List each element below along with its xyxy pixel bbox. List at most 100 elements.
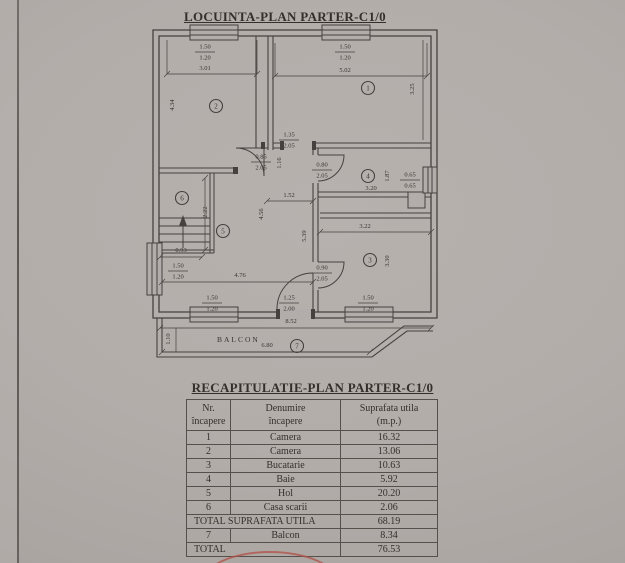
dimension-fraction-top: 1.50 (339, 44, 350, 51)
dimension-fraction-top: 0.80 (316, 162, 327, 169)
table-cell: 10.63 (340, 458, 438, 473)
table-cell: 2.06 (340, 500, 438, 515)
dimension-fraction-bottom: 1.20 (199, 55, 210, 62)
dimension-label: 8.52 (285, 318, 296, 325)
dimension-fraction-bottom: 2.00 (283, 306, 294, 313)
room-number: 2 (214, 103, 218, 111)
table-cell: 6 (186, 500, 231, 515)
dimension-label: 4.56 (258, 208, 265, 220)
table-cell: TOTAL SUPRAFATA UTILA (186, 514, 341, 529)
table-cell: 5.92 (340, 472, 438, 487)
dimension-label: 3.30 (384, 255, 391, 266)
room-number: 6 (180, 195, 184, 203)
room-door-arc (235, 147, 265, 177)
dimension-label: 1.16 (276, 157, 283, 169)
dimension-fraction-top: 0.90 (316, 265, 327, 272)
stairs (159, 173, 215, 254)
table-cell: 3 (186, 458, 231, 473)
dimension-fraction-top: 1.50 (172, 263, 183, 270)
table-cell: 5 (186, 486, 231, 501)
dimension-label: 3.01 (199, 65, 210, 72)
balcony-label: BALCON (217, 335, 260, 344)
dimension-label: 3.25 (409, 83, 416, 94)
table-cell: Casa scarii (230, 500, 341, 515)
kitchen-door-arc (317, 261, 345, 289)
room-number-circle (360, 168, 376, 184)
dimension-label: 5.39 (301, 230, 308, 241)
entrance-door-arc (276, 272, 314, 310)
dimension-fraction-top: 0.85 (255, 154, 266, 161)
recap-title: RECAPITULATIE-PLAN PARTER-C1/0 (191, 380, 434, 395)
window-top-left (189, 24, 239, 41)
table-cell: 4 (186, 472, 231, 487)
page-margin (0, 0, 17, 563)
room-number-circle (174, 190, 190, 206)
dimension-fraction-top: 1.50 (362, 295, 373, 302)
table-cell: 16.32 (340, 430, 438, 445)
table-cell: 7 (186, 528, 231, 543)
window-top-right (321, 24, 371, 41)
dimension-fraction-top: 1.50 (206, 295, 217, 302)
table-header-cell: Nr.încapere (186, 399, 231, 431)
dimension-fraction-bottom: 0.65 (404, 183, 415, 190)
table-cell: 68.19 (340, 514, 438, 529)
duct-notch (407, 191, 426, 209)
dimension-fraction-bottom: 1.20 (362, 306, 373, 313)
room-number-circle (289, 338, 305, 354)
table-cell: 1 (186, 430, 231, 445)
page-fold-line (17, 0, 19, 563)
room-number-circle (362, 252, 378, 268)
dimension-fraction-top: 1.50 (199, 44, 210, 51)
dimension-fraction-top: 1.25 (283, 295, 294, 302)
bath-door-arc (317, 154, 345, 182)
room-number-circle (208, 98, 224, 114)
table-cell: Camera (230, 444, 341, 459)
windows (146, 24, 438, 323)
doors (233, 141, 345, 320)
table-header-cell: Suprafata utila(m.p.) (340, 399, 438, 431)
table-cell: Balcon (230, 528, 341, 543)
dimension-label: 3.22 (359, 223, 370, 230)
window-left (146, 242, 163, 296)
table-cell: Baie (230, 472, 341, 487)
dimension-label: 3.20 (365, 185, 376, 192)
dimension-fraction-top: 1.35 (283, 132, 294, 139)
dimension-label: 4.34 (169, 99, 176, 111)
window-bottom-right (344, 306, 394, 323)
window-right (422, 166, 438, 194)
room-number-circle (215, 223, 231, 239)
room-number: 1 (366, 85, 370, 93)
dimension-label: 2.22 (202, 206, 209, 217)
dimension-fraction-bottom: 2.05 (316, 173, 327, 180)
outer-walls (152, 29, 438, 319)
dimension-label: 1.87 (384, 170, 391, 182)
plan-annotations: 3.01 5.02 4.34 3.25 1.16 1.52 3.20 1.87 5.39 4.56… (165, 44, 420, 354)
dimension-fraction-bottom: 2.05 (316, 276, 327, 283)
room-number: 5 (221, 228, 225, 236)
dimension-fraction-top: 0.65 (404, 172, 415, 179)
table-cell: 8.34 (340, 528, 438, 543)
dimension-label: 0.93 (175, 247, 186, 254)
dimension-label: 5.02 (339, 67, 350, 74)
room-number-circle (360, 80, 376, 96)
dimension-fraction-bottom: 1.20 (172, 274, 183, 281)
table-cell: Camera (230, 430, 341, 445)
floor-plan-drawing: BALCON 3.01 5.02 4.34 3.25 1.16 1.52 3.20 1.87 5… (146, 24, 438, 358)
table-cell: Hol (230, 486, 341, 501)
dimension-lines (156, 40, 435, 356)
dimension-fraction-bottom: 2.05 (255, 165, 266, 172)
room-number: 3 (368, 257, 372, 265)
dimension-label: 4.76 (234, 272, 246, 279)
dimension-label: 1.52 (283, 192, 294, 199)
